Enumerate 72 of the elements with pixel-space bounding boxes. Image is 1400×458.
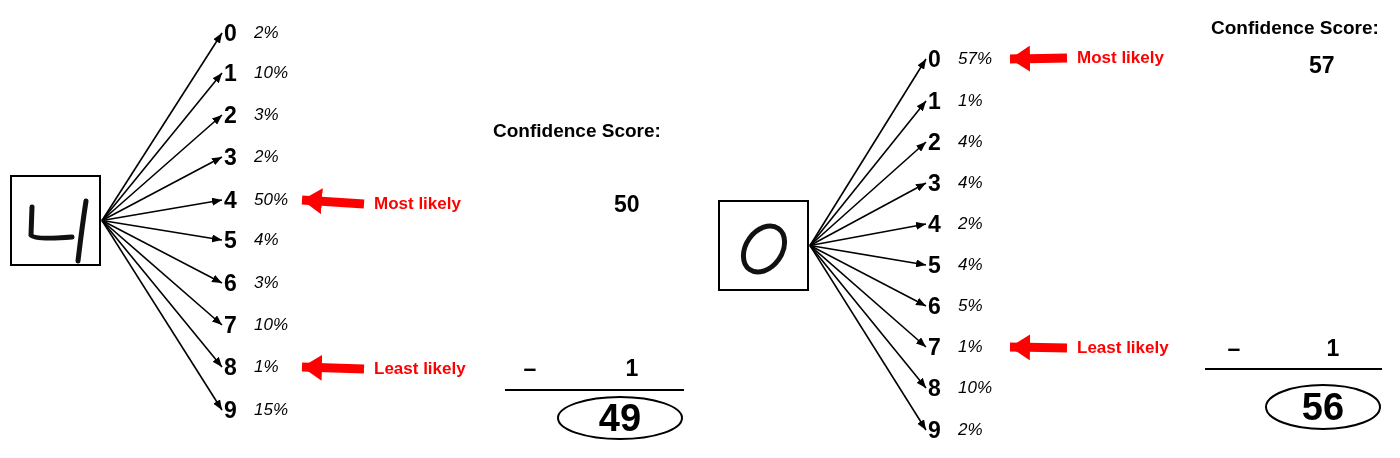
pointer-arrow (301, 188, 365, 215)
probability-value: 10% (254, 62, 290, 84)
digit-label: 0 (928, 45, 942, 74)
minus-sign: – (1227, 336, 1241, 360)
digit-label: 1 (224, 59, 238, 88)
pointer-arrow (1009, 45, 1068, 72)
digit-label: 3 (224, 143, 238, 172)
probability-value: 2% (958, 213, 984, 235)
probability-value: 2% (958, 419, 984, 441)
score-number: 1 (625, 356, 639, 380)
probability-value: 15% (254, 399, 290, 421)
probability-value: 57% (958, 48, 994, 70)
result-number: 56 (1301, 385, 1345, 429)
arrow (809, 244, 927, 268)
result-number: 49 (598, 396, 642, 440)
probability-value: 1% (254, 356, 280, 378)
digit-label: 5 (224, 226, 238, 255)
arrow (101, 219, 223, 284)
probability-value: 10% (958, 377, 994, 399)
pointer-arrow (301, 354, 365, 381)
heading-text: Confidence Score: (493, 120, 661, 140)
arrow (101, 156, 223, 222)
probability-value: 50% (254, 189, 290, 211)
callout-text: Least likely (374, 358, 466, 380)
arrow (101, 219, 223, 243)
handwritten-digit-picture (718, 200, 809, 291)
digit-label: 4 (928, 210, 942, 239)
digit-label: 2 (224, 101, 238, 130)
result-ellipse (557, 396, 683, 440)
probability-value: 3% (254, 104, 280, 126)
probability-value: 5% (958, 295, 984, 317)
arrow (809, 182, 927, 247)
digit-label: 6 (224, 269, 238, 298)
arrow (809, 141, 927, 247)
digit-label: 7 (928, 333, 942, 362)
score-number: 1 (1326, 336, 1340, 360)
probability-value: 4% (958, 254, 984, 276)
digit-label: 7 (224, 311, 238, 340)
arrow (101, 114, 223, 222)
probability-value: 1% (958, 90, 984, 112)
digit-label: 8 (224, 353, 238, 382)
arrow (809, 221, 927, 247)
digit-label: 2 (928, 128, 942, 157)
score-number: 50 (614, 192, 640, 216)
digit-label: 9 (928, 416, 942, 445)
pointer-arrow (1009, 334, 1068, 361)
callout-text: Least likely (1077, 337, 1169, 359)
digit-label: 3 (928, 169, 942, 198)
arrow (101, 197, 223, 222)
digit-label: 0 (224, 19, 238, 48)
probability-value: 2% (254, 22, 280, 44)
probability-value: 4% (958, 172, 984, 194)
score-number: 57 (1309, 53, 1335, 77)
digit-label: 9 (224, 396, 238, 425)
probability-value: 4% (254, 229, 280, 251)
digit-label: 5 (928, 251, 942, 280)
digit-label: 1 (928, 87, 942, 116)
probability-value: 2% (254, 146, 280, 168)
handwritten-digit-picture (10, 175, 101, 266)
probability-value: 10% (254, 314, 290, 336)
minus-sign: – (523, 356, 537, 380)
probability-value: 3% (254, 272, 280, 294)
heading-text: Confidence Score: (1211, 17, 1379, 37)
callout-text: Most likely (374, 193, 461, 215)
digit-label: 8 (928, 374, 942, 403)
callout-text: Most likely (1077, 47, 1164, 69)
probability-value: 4% (958, 131, 984, 153)
digit-label: 4 (224, 186, 238, 215)
arrow (809, 244, 927, 307)
result-ellipse (1265, 384, 1381, 430)
probability-value: 1% (958, 336, 984, 358)
digit-label: 6 (928, 292, 942, 321)
